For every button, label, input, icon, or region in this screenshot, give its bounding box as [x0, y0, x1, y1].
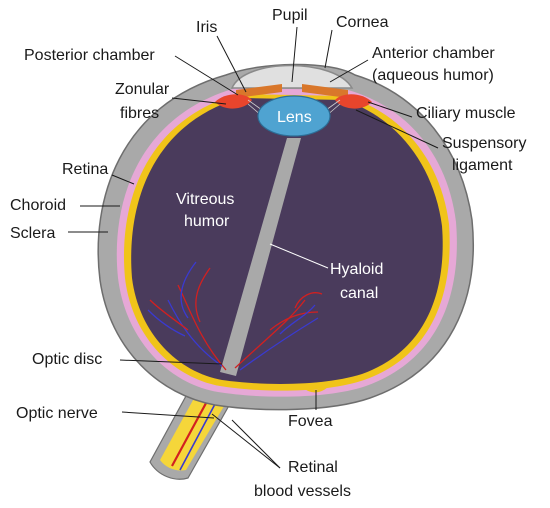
lens-label: Lens: [277, 109, 312, 126]
retina-label: Retina: [62, 161, 108, 178]
posterior-chamber-label: Posterior chamber: [24, 47, 155, 64]
pupil-label: Pupil: [272, 7, 308, 24]
hyaloid-canal-label-line1: Hyaloid: [330, 261, 383, 278]
zonular-fibres-label-line1: Zonular: [115, 81, 170, 98]
choroid-label: Choroid: [10, 197, 66, 214]
sclera-label: Sclera: [10, 225, 55, 242]
anterior-chamber-label-line1: Anterior chamber: [372, 45, 495, 62]
leader-lines: [68, 26, 439, 469]
vitreous-humor-shape: [131, 98, 443, 384]
zonular-fibres-label-line2: fibres: [120, 105, 159, 122]
optic-nerve-label: Optic nerve: [16, 405, 98, 422]
iris-label: Iris: [196, 19, 217, 36]
vitreous-humor-label-line1: Vitreous: [176, 191, 234, 208]
anterior-chamber-label-line2: (aqueous humor): [372, 67, 494, 84]
suspensory-ligament-label-line1: Suspensory: [442, 135, 527, 152]
ciliary-muscle-shape: [215, 94, 372, 109]
hyaloid-canal-label-line2: canal: [340, 285, 378, 302]
cornea-label: Cornea: [336, 14, 389, 31]
retinal-blood-vessels-shape: [147, 261, 323, 371]
vitreous-humor-label-line2: humor: [184, 213, 230, 230]
retinal-blood-vessels-label-line1: Retinal: [288, 459, 338, 476]
suspensory-ligament-label-line2: ligament: [452, 157, 513, 174]
lens-shape: [257, 95, 331, 137]
optic-disc-label: Optic disc: [32, 351, 102, 368]
hyaloid-canal-shape: [220, 138, 301, 376]
fovea-label: Fovea: [288, 413, 333, 430]
iris-shape: [236, 84, 348, 98]
fovea-shape: [302, 384, 328, 393]
retinal-blood-vessels-label-line2: blood vessels: [254, 483, 351, 500]
ciliary-muscle-label: Ciliary muscle: [416, 105, 516, 122]
